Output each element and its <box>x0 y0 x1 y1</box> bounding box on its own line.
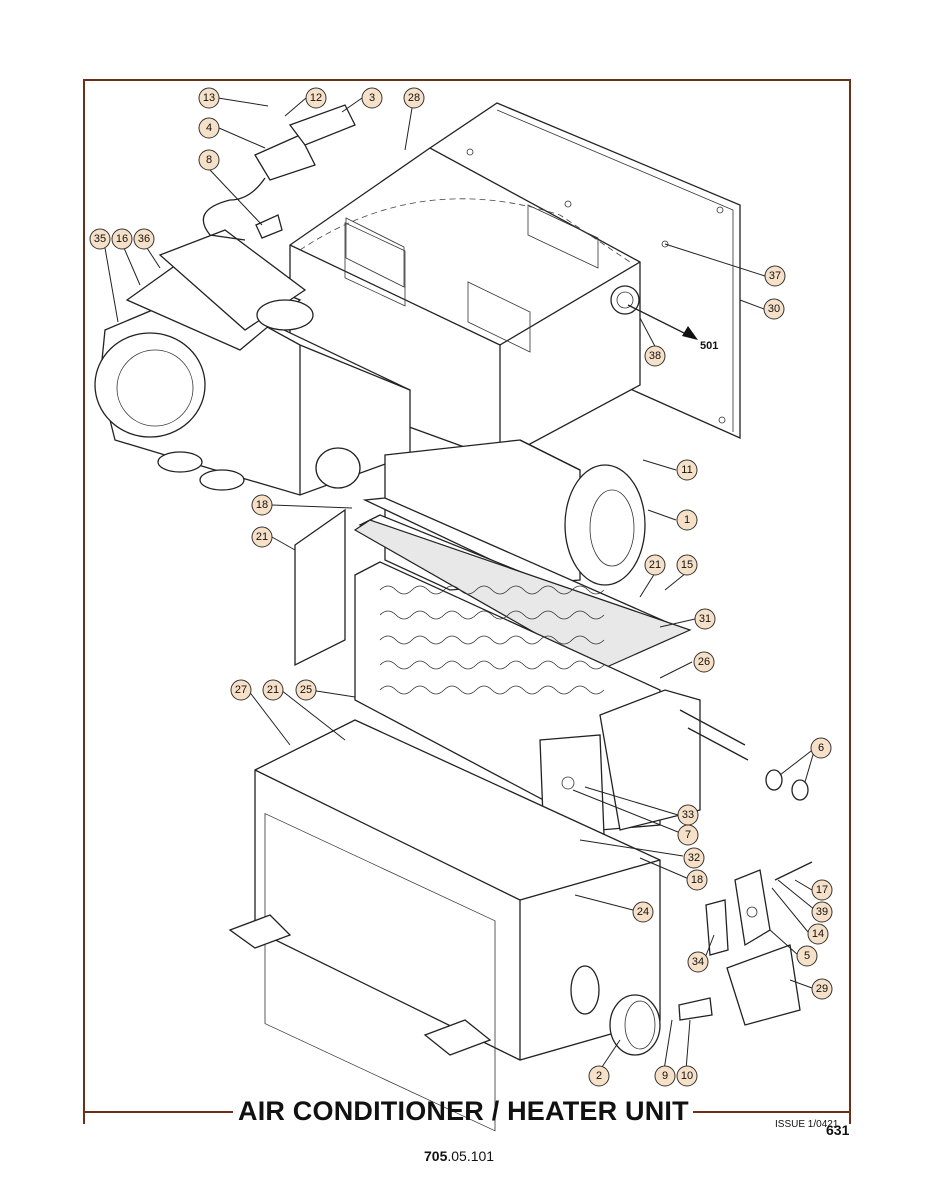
svg-text:21: 21 <box>256 531 268 543</box>
callout-18-top: 18 <box>251 494 273 516</box>
outlet-ring <box>609 994 661 1056</box>
callout-28: 28 <box>403 87 425 109</box>
svg-text:4: 4 <box>206 122 212 134</box>
callout-16: 16 <box>111 228 133 250</box>
callout-10: 10 <box>676 1065 698 1087</box>
drawing-frame <box>83 79 851 1124</box>
callout-13: 13 <box>198 87 220 109</box>
callout-31: 31 <box>694 608 716 630</box>
page-number: 631 <box>826 1122 850 1138</box>
svg-text:36: 36 <box>138 233 150 245</box>
svg-text:24: 24 <box>637 906 649 918</box>
callout-38: 38 <box>644 345 666 367</box>
callout-32: 32 <box>683 847 705 869</box>
svg-text:32: 32 <box>688 852 700 864</box>
svg-text:2: 2 <box>596 1070 602 1082</box>
svg-text:11: 11 <box>681 464 692 476</box>
svg-text:17: 17 <box>816 884 828 896</box>
svg-text:34: 34 <box>692 956 704 968</box>
svg-text:6: 6 <box>818 742 824 754</box>
lower-housing <box>228 719 661 1132</box>
callout-7: 7 <box>677 824 699 846</box>
document-number-bold: 705 <box>424 1148 448 1164</box>
callout-21-right: 21 <box>644 554 666 576</box>
callout-33: 33 <box>677 804 699 826</box>
reference-arrow <box>627 304 698 340</box>
svg-text:35: 35 <box>94 233 106 245</box>
callout-27: 27 <box>230 679 252 701</box>
callout-3: 3 <box>361 87 383 109</box>
callout-37: 37 <box>764 265 786 287</box>
callout-1: 1 <box>676 509 698 531</box>
svg-text:18: 18 <box>256 499 268 511</box>
svg-text:38: 38 <box>649 350 661 362</box>
svg-text:8: 8 <box>206 154 212 166</box>
callout-34: 34 <box>687 951 709 973</box>
svg-text:15: 15 <box>681 559 693 571</box>
svg-text:18: 18 <box>691 874 703 886</box>
blower-housing <box>94 289 411 496</box>
svg-text:29: 29 <box>816 983 828 995</box>
svg-text:31: 31 <box>699 613 711 625</box>
svg-text:16: 16 <box>116 233 128 245</box>
svg-text:1: 1 <box>684 514 690 526</box>
svg-text:21: 21 <box>649 559 661 571</box>
svg-text:3: 3 <box>369 92 375 104</box>
seal-plates <box>294 497 692 671</box>
callout-11: 11 <box>676 459 698 481</box>
svg-text:26: 26 <box>698 656 710 668</box>
svg-text:10: 10 <box>681 1070 693 1082</box>
svg-text:25: 25 <box>300 684 312 696</box>
frame-bottom-right <box>693 1111 851 1113</box>
svg-text:37: 37 <box>769 270 781 282</box>
callout-21-lower: 21 <box>262 679 284 701</box>
svg-text:30: 30 <box>768 303 780 315</box>
svg-text:21: 21 <box>267 684 279 696</box>
svg-text:33: 33 <box>682 809 694 821</box>
callout-2: 2 <box>588 1065 610 1087</box>
issue-label: ISSUE 1/0421 <box>775 1119 839 1130</box>
frame-bottom-left <box>83 1111 233 1113</box>
callout-9: 9 <box>654 1065 676 1087</box>
svg-text:5: 5 <box>804 950 810 962</box>
document-number: 705.05.101 <box>424 1148 494 1164</box>
callout-14: 14 <box>807 923 829 945</box>
callout-35: 35 <box>89 228 111 250</box>
callout-26: 26 <box>693 651 715 673</box>
callout-15: 15 <box>676 554 698 576</box>
svg-text:12: 12 <box>310 92 322 104</box>
callout-21-left: 21 <box>251 526 273 548</box>
callout-5: 5 <box>796 945 818 967</box>
svg-text:9: 9 <box>662 1070 668 1082</box>
duct-cover <box>125 229 314 351</box>
callout-4: 4 <box>198 117 220 139</box>
callout-12: 12 <box>305 87 327 109</box>
callout-leaders <box>104 97 816 1071</box>
callout-25: 25 <box>295 679 317 701</box>
drawing-title: AIR CONDITIONER / HEATER UNIT <box>238 1096 689 1126</box>
svg-text:13: 13 <box>203 92 215 104</box>
callout-39: 39 <box>811 901 833 923</box>
wiring-harness <box>202 104 356 241</box>
callout-8: 8 <box>198 149 220 171</box>
callout-29: 29 <box>811 978 833 1000</box>
callout-17: 17 <box>811 879 833 901</box>
reference-arrow-label: 501 <box>700 340 718 352</box>
svg-text:28: 28 <box>408 92 420 104</box>
callout-6: 6 <box>810 737 832 759</box>
document-number-rest: .05.101 <box>447 1148 495 1164</box>
callout-18-lower: 18 <box>686 869 708 891</box>
svg-text:7: 7 <box>685 829 691 841</box>
svg-text:39: 39 <box>816 906 828 918</box>
callout-24: 24 <box>632 901 654 923</box>
svg-text:14: 14 <box>812 928 824 940</box>
callout-36: 36 <box>133 228 155 250</box>
callout-30: 30 <box>763 298 785 320</box>
svg-text:27: 27 <box>235 684 247 696</box>
